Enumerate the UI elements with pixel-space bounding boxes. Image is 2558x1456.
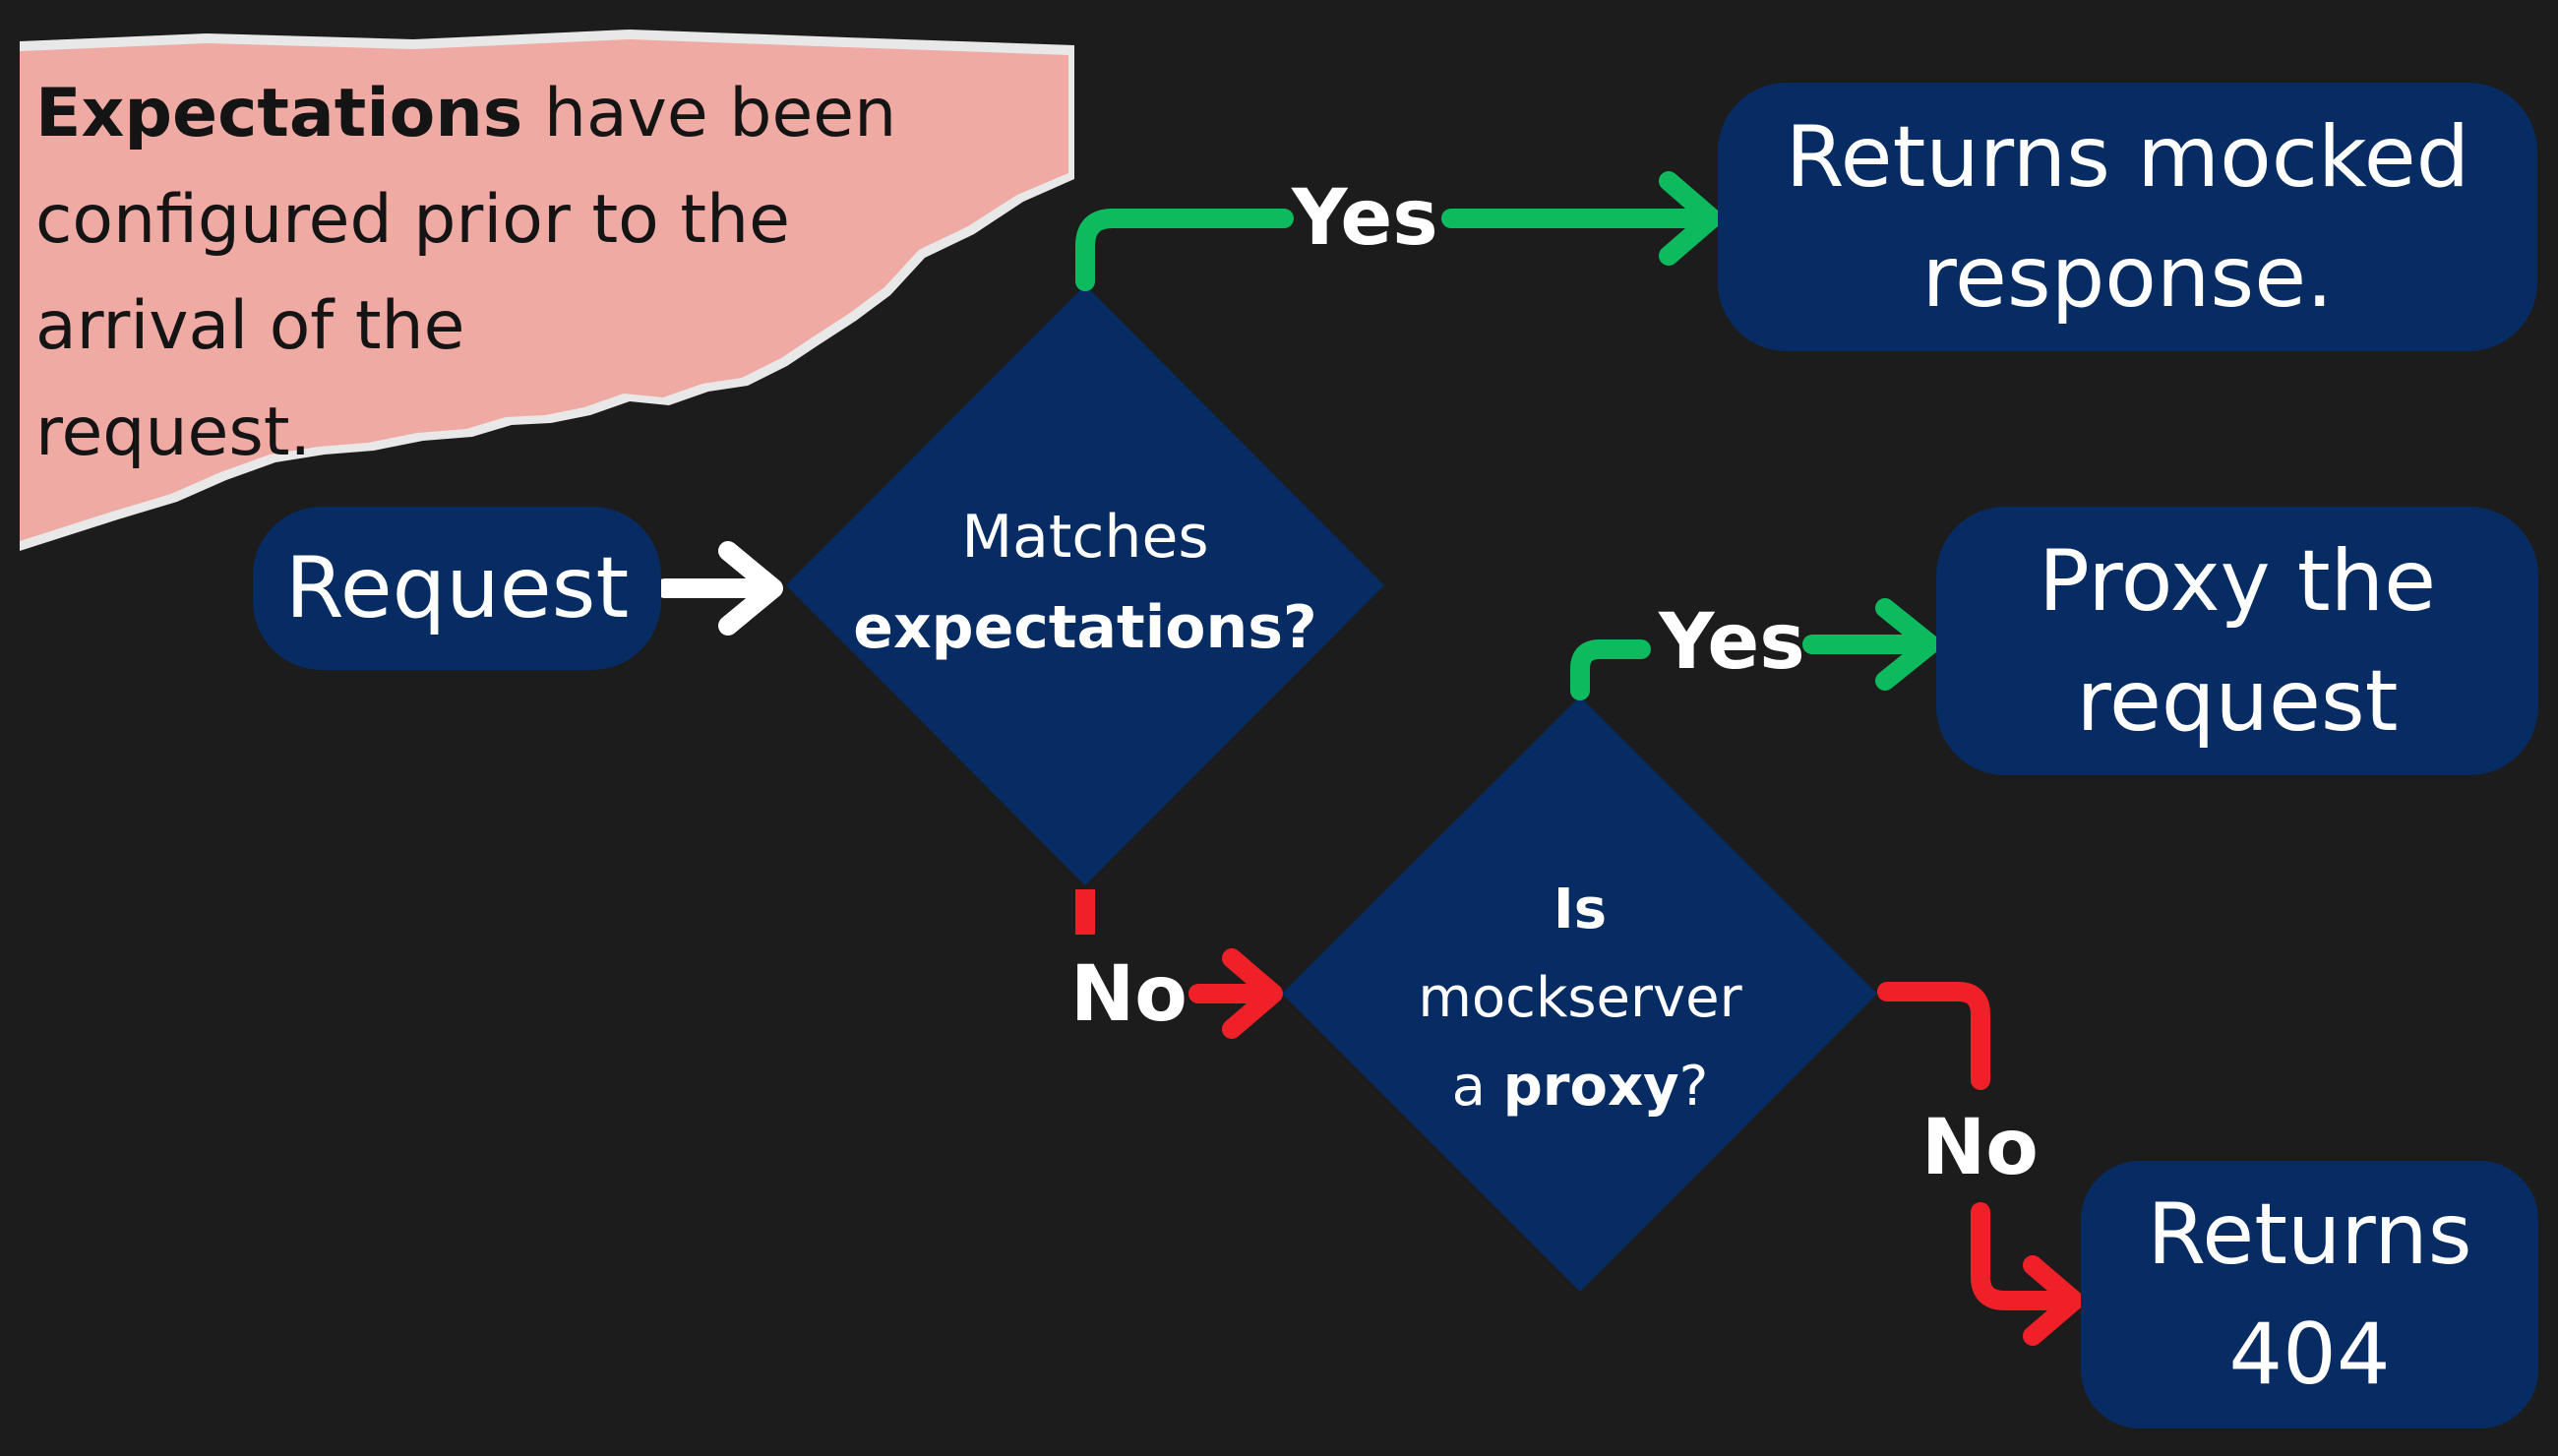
matches-line-1: Matches <box>961 503 1209 572</box>
note-line-3: arrival of the <box>35 287 465 365</box>
no-left-arrow <box>1188 948 1283 1039</box>
is-proxy-label: Is mockserver a proxy? <box>1364 866 1797 1131</box>
is-proxy-line-1: Is <box>1553 878 1608 941</box>
returns-404-line-2: 404 <box>2228 1305 2391 1404</box>
no-label-left: No <box>1070 950 1188 1039</box>
yes-top-arrow <box>1441 171 1722 266</box>
is-proxy-line-3-pre: a <box>1451 1055 1503 1119</box>
note-line-4: request. <box>35 394 312 471</box>
request-label: Request <box>284 539 630 637</box>
returns-404-node: Returns 404 <box>2081 1161 2538 1428</box>
no-label-right: No <box>1921 1104 2039 1192</box>
proxy-request-line-1: Proxy the <box>2038 531 2437 631</box>
request-to-matches-arrow <box>655 541 783 636</box>
note-bold-word: Expectations <box>35 75 523 152</box>
request-node: Request <box>253 507 661 670</box>
yes-label-top: Yes <box>1292 174 1438 263</box>
returns-mocked-response-node: Returns mocked response. <box>1718 83 2537 351</box>
no-right-arrow <box>1971 1202 2084 1346</box>
is-proxy-line-3-post: ? <box>1678 1055 1709 1119</box>
note-line-2: configured prior to the <box>35 181 790 259</box>
proxy-request-line-2: request <box>2076 651 2399 751</box>
yes-label-proxy: Yes <box>1659 598 1805 687</box>
returns-mocked-line-1: Returns mocked <box>1785 107 2470 207</box>
is-proxy-line-2: mockserver <box>1418 966 1742 1030</box>
note-line-1-rest: have been <box>522 75 897 152</box>
yes-top-arrow-stem <box>1075 209 1294 291</box>
returns-404-line-1: Returns <box>2147 1185 2472 1284</box>
is-proxy-line-3-bold: proxy <box>1502 1055 1679 1119</box>
yes-proxy-arrow-stem <box>1570 639 1651 700</box>
no-right-arrow-stem <box>1877 982 1990 1090</box>
returns-mocked-line-2: response. <box>1921 227 2334 327</box>
expectations-note: Expectations have been configured prior … <box>35 61 1029 486</box>
is-proxy-line-3: a proxy? <box>1364 1043 1797 1131</box>
torn-paper-note <box>20 39 1068 541</box>
matches-expectations-diamond <box>786 285 1384 885</box>
is-proxy-diamond <box>1282 697 1877 1292</box>
note-line-1: Expectations have been <box>35 61 1029 167</box>
proxy-request-node: Proxy the request <box>1936 507 2538 775</box>
yes-proxy-arrow <box>1802 598 1940 691</box>
matches-expectations-label: Matches expectations? <box>839 492 1331 673</box>
matches-line-2: expectations? <box>853 593 1317 662</box>
no-left-dash <box>1075 889 1095 935</box>
